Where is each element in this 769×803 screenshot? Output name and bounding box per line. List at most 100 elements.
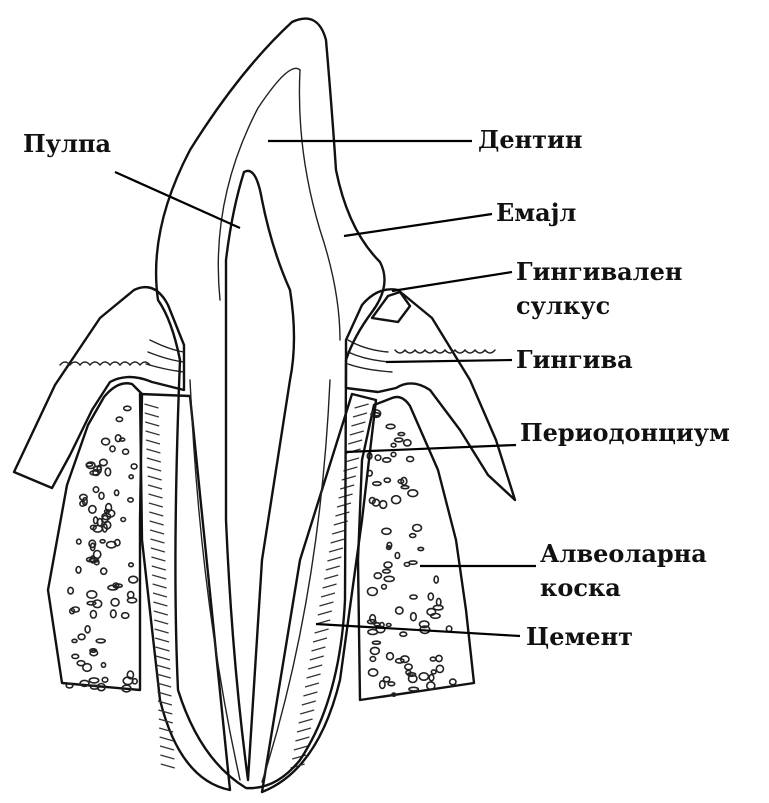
bone-trabecula [68,587,73,594]
bone-trabecula [400,632,407,636]
periodontal-fiber [144,404,158,408]
bone-trabecula [450,679,456,685]
bone-trabeculae-right [367,410,456,696]
bone-trabecula [386,624,391,627]
periodontal-fiber [149,494,163,498]
bone-trabecula [123,449,129,454]
bone-trabecula [429,675,434,681]
label-cementum: Цемент [526,622,633,651]
periodontal-fiber [156,656,170,660]
bone-trabecula [395,553,399,559]
bone-trabecula [122,613,129,619]
bone-trabecula [99,492,104,499]
bone-trabecula [375,455,381,460]
bone-trabecula [83,664,92,672]
bone-trabecula [404,440,411,446]
periodontal-fiber [311,647,325,651]
bone-trabecula [392,496,401,504]
periodontal-fiber [160,746,174,750]
leader-enamel [344,214,492,236]
periodontal-fiber [157,674,171,678]
periodontal-fiber [151,557,165,561]
bone-trabecula [66,684,73,688]
bone-trabecula [100,540,105,543]
periodontal-fiber [150,530,164,534]
label-alveolar-bone-line2: коска [540,573,621,602]
periodontal-fiber [158,710,172,714]
periodontal-fiber [326,566,340,570]
periodontal-fiber [159,728,173,732]
periodontal-fiber [150,521,164,525]
bone-trabecula [115,490,119,495]
bone-trabecula [72,654,79,658]
bone-trabecula [77,539,81,544]
bone-trabecula [383,569,391,573]
bone-trabecula [382,528,391,534]
bone-trabecula [408,490,418,497]
bone-trabecula [87,602,96,605]
periodontal-fiber [146,431,160,435]
periodontal-fiber [156,665,170,669]
periodontal-fiber [342,476,356,480]
bone-trabecula [102,438,110,445]
bone-trabecula [111,610,117,618]
periodontal-fiber [148,485,162,489]
periodontal-fiber [302,701,316,705]
periodontal-fiber [151,548,165,552]
bone-trabecula [413,525,422,532]
bone-trabecula [410,534,416,538]
periodontal-fiber [160,755,174,759]
bone-trabecula [93,487,98,493]
bone-trabecula [374,573,381,579]
bone-trabecula [434,576,438,583]
label-dentin: Дентин [478,125,582,154]
periodontal-fiber [303,692,317,696]
bone-trabecula [386,424,395,428]
bone-trabecula [87,591,97,598]
gingiva-left [14,287,184,488]
bone-trabecula [370,615,376,623]
bone-trabecula [380,681,385,689]
periodontal-fiber [337,503,351,507]
alveolar-bone-right [358,397,474,700]
periodontal-fiber [335,512,349,516]
periodontal-fiber [355,404,369,408]
periodontal-fiber [318,611,332,615]
periodontal-fiber [295,737,309,741]
periodontal-fiber [152,575,166,579]
periodontal-fiber [156,647,170,651]
gingiva-right [346,289,515,500]
periodontal-fiber [148,476,162,480]
periodontal-fiber [154,620,168,624]
periodontal-fiber [153,584,167,588]
bone-trabecula [391,443,396,447]
bone-trabecula [78,634,85,640]
bone-trabecula [372,641,380,644]
bone-trabecula [436,655,442,661]
periodontal-fiber [297,728,311,732]
periodontal-fiber [145,413,159,417]
bone-trabecula [387,653,394,660]
bone-trabecula [89,678,98,683]
bone-trabecula [396,659,404,663]
leader-gingiva [386,360,512,362]
periodontal-fiber [340,485,354,489]
bone-trabecula [76,567,81,574]
bone-trabecula [396,607,403,614]
periodontal-fiber [331,539,345,543]
label-gingiva: Гингива [516,345,633,374]
bone-trabecula [411,613,417,621]
bone-trabecula [409,687,418,691]
bone-trabecula [111,599,119,606]
periodontal-fiber [146,449,160,453]
bone-trabecula [72,639,77,642]
label-periodontium: Периодонциум [520,418,730,447]
bone-trabecula [110,446,115,452]
bone-trabecula [384,576,394,581]
bone-trabecula [419,673,428,680]
bone-trabecula [90,611,96,619]
leader-pulp [115,172,240,228]
periodontal-fiber [351,422,365,426]
periodontal-fiber [315,629,329,633]
periodontal-fiber [153,602,167,606]
